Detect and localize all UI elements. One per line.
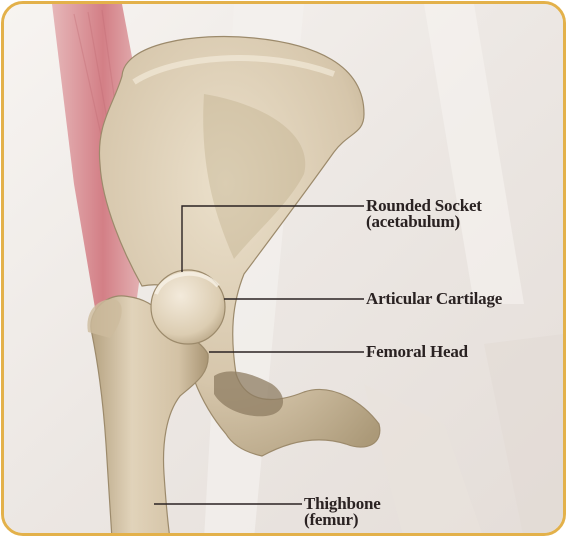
label-femoral-head: Femoral Head [366, 344, 468, 360]
diagram-frame: Rounded Socket (acetabulum) Articular Ca… [1, 1, 566, 536]
label-articular-cartilage-line1: Articular Cartilage [366, 291, 502, 307]
label-femoral-head-line1: Femoral Head [366, 344, 468, 360]
label-rounded-socket-line2: (acetabulum) [366, 214, 482, 230]
hip-joint-illustration [4, 4, 566, 536]
label-thighbone: Thighbone (femur) [304, 496, 381, 528]
label-thighbone-line2: (femur) [304, 512, 381, 528]
label-rounded-socket: Rounded Socket (acetabulum) [366, 198, 482, 230]
label-articular-cartilage: Articular Cartilage [366, 291, 502, 307]
